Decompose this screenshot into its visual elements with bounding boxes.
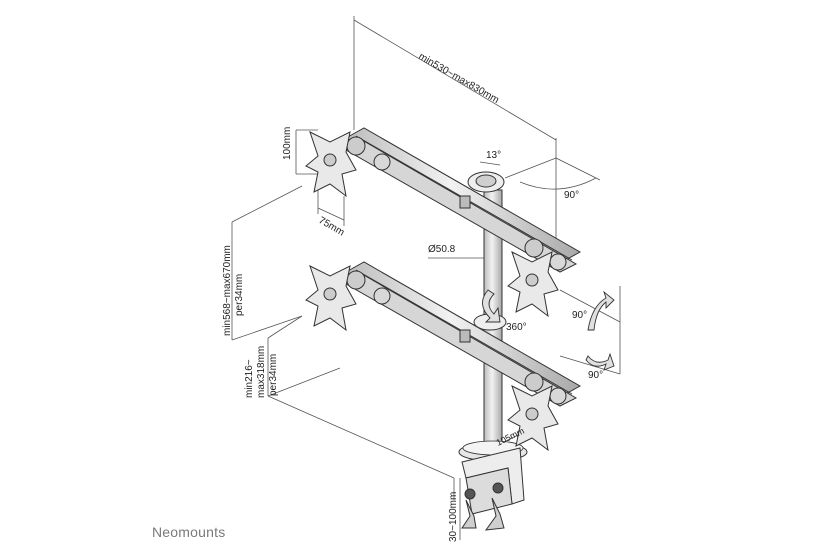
pole-diameter-label: Ø50.8 [428, 244, 456, 255]
brand-logo: Neomounts [152, 524, 226, 540]
vesa-plate-top-right [507, 251, 559, 318]
arm-span-label: min530~max830mm [417, 51, 501, 106]
lower-arm [344, 261, 582, 407]
vesa-vertical-label: 100mm [282, 127, 293, 160]
height-step-label: per34mm [234, 274, 245, 316]
rotate-side-upper-label: 90° [572, 310, 587, 321]
desk-clamp [461, 447, 525, 531]
dimension-lines [231, 16, 621, 540]
lower-range-label-1: min216~ [244, 359, 255, 398]
vesa-plate-lower-left [305, 265, 357, 332]
rotate-side-lower-label: 90° [588, 370, 603, 381]
pole-rotation-label: 360° [506, 322, 527, 333]
vesa-plate-top-left [305, 131, 357, 198]
rotate-top-label: 90° [564, 190, 579, 201]
top-arm [344, 127, 582, 273]
desk-thickness-label: 30~100mm [448, 492, 459, 542]
vesa-plate-lower-right [507, 385, 559, 452]
side-rotation-arrow-lower [585, 352, 615, 371]
tilt-angle-label: 13° [486, 150, 501, 161]
side-rotation-arrow-upper [587, 290, 615, 331]
height-range-label: min568~max670mm [222, 245, 233, 336]
lower-range-label-2: max318mm [256, 346, 267, 398]
lower-step-label: per34mm [268, 354, 279, 396]
pole-rotation-arrow [482, 289, 501, 323]
